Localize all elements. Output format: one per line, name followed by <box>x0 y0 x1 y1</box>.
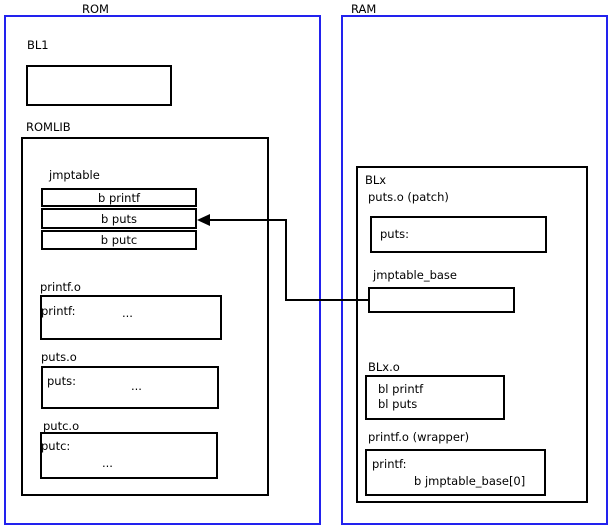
blx-o-box: bl printf bl puts <box>365 375 505 420</box>
jmptable-label: jmptable <box>49 168 100 182</box>
puts-patch-box: puts: <box>370 216 547 253</box>
puts-o-symbol: puts: <box>47 374 76 388</box>
jmptable-row-1: b puts <box>41 208 197 229</box>
printf-wrapper-label: printf.o (wrapper) <box>368 430 470 444</box>
printf-wrapper-instruction: b jmptable_base[0] <box>414 474 526 488</box>
ram-region-title: RAM <box>351 2 377 16</box>
puts-o-ellipsis: ... <box>131 379 142 393</box>
rom-region-title: ROM <box>82 2 109 16</box>
blx-o-line-0: bl printf <box>378 382 424 396</box>
putc-o-label: putc.o <box>43 419 80 433</box>
jmptable-base-label: jmptable_base <box>373 268 457 282</box>
rom-region <box>4 15 321 525</box>
connector-segment-horizontal-upper <box>208 219 287 221</box>
bl1-label: BL1 <box>27 38 49 52</box>
printf-o-symbol: printf: <box>41 304 76 318</box>
puts-o-label: puts.o <box>41 350 77 364</box>
bl1-box <box>26 65 172 106</box>
puts-o-box: puts: ... <box>41 366 219 409</box>
connector-segment-vertical <box>285 219 287 301</box>
printf-o-ellipsis: ... <box>122 306 133 320</box>
puts-patch-symbol: puts: <box>380 227 409 241</box>
blx-label: BLx <box>365 173 387 187</box>
jmptable-base-box <box>368 287 515 313</box>
ram-region <box>341 15 608 525</box>
printf-wrapper-symbol: printf: <box>372 457 407 471</box>
puts-patch-label: puts.o (patch) <box>368 190 449 204</box>
putc-o-symbol: putc: <box>41 439 71 453</box>
putc-o-box: putc: ... <box>40 432 218 479</box>
printf-wrapper-box: printf: b jmptable_base[0] <box>365 449 546 496</box>
romlib-label: ROMLIB <box>26 120 71 134</box>
blx-o-line-1: bl puts <box>378 397 418 411</box>
jmptable-row-2: b putc <box>41 230 197 250</box>
printf-o-box: printf: ... <box>40 295 222 340</box>
connector-arrowhead-icon <box>197 214 210 226</box>
putc-o-ellipsis: ... <box>102 456 113 470</box>
blx-o-label: BLx.o <box>368 360 400 374</box>
jmptable-row-0: b printf <box>41 188 197 207</box>
printf-o-label: printf.o <box>40 280 81 294</box>
connector-segment-horizontal-lower <box>285 299 370 301</box>
